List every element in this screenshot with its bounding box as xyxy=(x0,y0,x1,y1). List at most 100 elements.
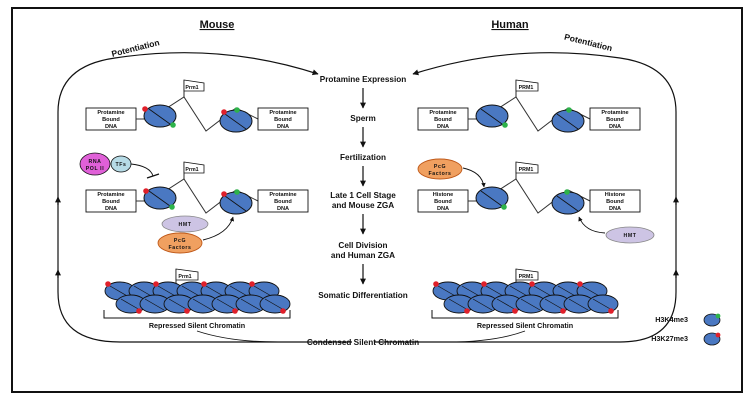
dna-box xyxy=(589,107,641,131)
hmt-label: HMT xyxy=(178,222,191,228)
nucleosome xyxy=(475,104,509,128)
box-line: Protamine xyxy=(429,110,456,116)
gene-flag xyxy=(515,161,539,174)
flag-label: Prm1 xyxy=(185,167,198,173)
h3k27me3-mark xyxy=(249,281,255,287)
legend-h3k4me3-mark xyxy=(715,313,721,319)
box-line: Bound xyxy=(274,117,292,123)
legend-h3k27me3-label: H3K27me3 xyxy=(651,334,688,343)
box-line: Protamine xyxy=(97,110,124,116)
h3k4me3-mark xyxy=(234,189,240,195)
box-line: Protamine xyxy=(97,192,124,198)
h3k27me3-mark xyxy=(512,308,518,314)
box-line: DNA xyxy=(609,206,621,212)
nucleosome-stroke xyxy=(480,108,503,125)
nucleosome-stroke xyxy=(148,190,171,207)
gene-flag xyxy=(183,79,205,92)
step-late1-line1: Late 1 Cell Stage xyxy=(330,191,396,200)
human-repressed-label: Repressed Silent Chromatin xyxy=(477,321,573,330)
gene-flag xyxy=(515,79,539,92)
box-line: Bound xyxy=(434,199,452,205)
gene-flag xyxy=(515,268,539,281)
condensed-nucleosome-array xyxy=(104,281,291,314)
nucleosome-stroke xyxy=(192,298,213,311)
human-row3: PRM1 Repressed Silent Chromatin xyxy=(431,268,619,343)
rna-pol-line: POL II xyxy=(86,166,105,172)
step-division-line1: Cell Division xyxy=(338,241,387,250)
box-line: DNA xyxy=(609,124,621,130)
step-condensed-chromatin: Condensed Silent Chromatin xyxy=(307,338,419,347)
box-line: DNA xyxy=(105,124,117,130)
human-row1: Protamine Bound DNA PRM1 Protamine Bound… xyxy=(417,79,641,133)
human-row2: PcG Factors Histone Bound DNA PRM1 Histo… xyxy=(417,158,655,244)
inhibition-line xyxy=(130,163,154,177)
nucleosome-stroke xyxy=(520,298,541,311)
h3k27me3-mark xyxy=(481,281,487,287)
pcg-factors xyxy=(157,232,203,254)
pcg-arrow xyxy=(462,167,486,188)
box-line: DNA xyxy=(437,206,449,212)
outer-frame xyxy=(11,7,743,393)
h3k4me3-mark xyxy=(169,204,175,210)
nucleosome-stroke xyxy=(224,113,247,130)
h3k27me3-mark xyxy=(153,281,159,287)
dna-box xyxy=(257,107,309,131)
legend-h3k27me3-mark xyxy=(715,332,721,338)
mouse-title: Mouse xyxy=(200,19,235,31)
step-fertilization: Fertilization xyxy=(340,153,386,162)
box-line: Protamine xyxy=(601,110,628,116)
hmt-label: HMT xyxy=(623,233,636,239)
pcg-line: PcG xyxy=(434,164,446,170)
box-line: Bound xyxy=(606,199,624,205)
h3k4me3-mark xyxy=(502,122,508,128)
step-division-line2: and Human ZGA xyxy=(331,251,395,260)
condensed-nucleosome-array xyxy=(432,281,619,314)
mouse-potentiation-loop xyxy=(57,52,352,343)
step-protamine-expression: Protamine Expression xyxy=(320,75,406,84)
pcg-line: Factors xyxy=(429,171,452,177)
dna-box xyxy=(589,189,641,213)
nucleosome-stroke xyxy=(216,298,237,311)
h3k27me3-mark xyxy=(143,188,149,194)
hmt-enzyme xyxy=(161,215,209,233)
mouse-repressed-label: Repressed Silent Chromatin xyxy=(149,321,245,330)
flag-label: Prm1 xyxy=(178,274,191,280)
pcg-line: Factors xyxy=(169,245,192,251)
h3k27me3-mark xyxy=(280,308,286,314)
nucleosome-stroke xyxy=(120,298,141,311)
inhibition-bar xyxy=(146,173,160,179)
box-line: Bound xyxy=(102,117,120,123)
nucleosome-stroke xyxy=(240,298,261,311)
h3k27me3-mark xyxy=(608,308,614,314)
bracket xyxy=(431,310,619,319)
hmt-arrow xyxy=(578,216,606,234)
gene-flag xyxy=(183,161,205,174)
h3k27me3-mark xyxy=(221,109,227,115)
human-potentiation-loop xyxy=(374,52,677,343)
box-line: Bound xyxy=(434,117,452,123)
box-line: DNA xyxy=(277,206,289,212)
to-condensed-line xyxy=(447,330,526,343)
box-line: DNA xyxy=(105,206,117,212)
rna-pol-ii xyxy=(79,152,111,176)
step-somatic-differentiation: Somatic Differentiation xyxy=(318,291,408,300)
nucleosome xyxy=(551,191,585,215)
pcg-line: PcG xyxy=(174,238,186,244)
legend-h3k4me3-label: H3K4me3 xyxy=(655,315,688,324)
h3k27me3-mark xyxy=(221,191,227,197)
h3k4me3-mark xyxy=(501,204,507,210)
nucleosome-stroke xyxy=(144,298,165,311)
flag-label: PRM1 xyxy=(519,85,534,91)
nucleosome-stroke xyxy=(148,108,171,125)
pcg-factors xyxy=(417,158,463,180)
box-line: Protamine xyxy=(269,192,296,198)
h3k27me3-mark xyxy=(184,308,190,314)
rna-pol-line: RNA xyxy=(88,159,101,165)
nucleosome xyxy=(143,186,177,210)
box-line: Bound xyxy=(274,199,292,205)
to-condensed-line xyxy=(196,330,279,343)
h3k4me3-mark xyxy=(234,107,240,113)
box-line: DNA xyxy=(437,124,449,130)
